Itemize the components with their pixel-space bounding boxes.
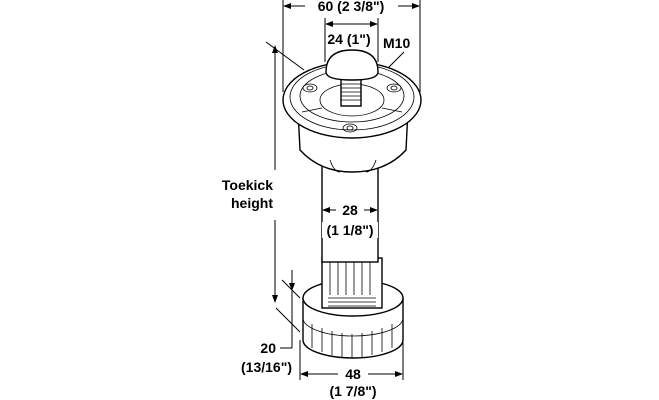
foot-width-dimension: 48 (1 7/8") — [299, 340, 404, 399]
toekick-height-dimension: Toekick height — [222, 41, 305, 303]
foot-height-mm-label: 20 — [260, 340, 276, 356]
knob-width-dimension: 24 (1") — [324, 18, 379, 62]
overall-width-label: 60 (2 3/8") — [318, 0, 385, 14]
knob-width-label: 24 (1") — [327, 31, 370, 47]
foot-height-dimension: 20 (13/16") — [241, 270, 301, 375]
thread-label: M10 — [383, 35, 410, 51]
foot-width-in-label: (1 7/8") — [329, 383, 376, 399]
threaded-spindle — [321, 257, 383, 309]
mushroom-knob — [325, 49, 379, 81]
column-width-dimension: 28 (1 1/8") — [322, 200, 378, 238]
foot-height-in-label: (13/16") — [241, 359, 292, 375]
column-width-mm-label: 28 — [342, 202, 358, 218]
foot-width-mm-label: 48 — [345, 366, 361, 382]
overall-width-dimension: 60 (2 3/8") — [282, 0, 421, 92]
toekick-label-line2: height — [231, 195, 273, 211]
toekick-label-line1: Toekick — [222, 177, 273, 193]
column-width-in-label: (1 1/8") — [326, 222, 373, 238]
